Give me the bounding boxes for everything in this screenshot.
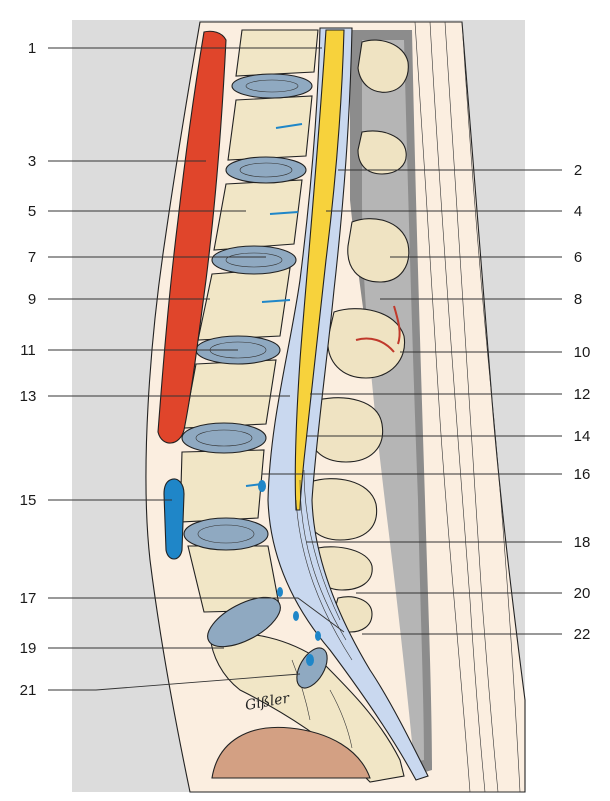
epidural-vein <box>258 480 266 492</box>
cauda-equina-root <box>303 469 341 621</box>
epidural-vein <box>293 611 299 621</box>
label-17: 17 <box>20 590 37 607</box>
vertebral-body <box>197 267 291 341</box>
vertebral-body <box>183 359 277 429</box>
intervertebral-disc <box>296 647 328 689</box>
leader-line-21 <box>48 673 301 691</box>
intervertebral-disc <box>183 517 269 551</box>
label-3: 3 <box>28 153 36 170</box>
label-2: 2 <box>574 162 582 179</box>
epidural-vein <box>315 631 321 641</box>
label-7: 7 <box>28 249 36 266</box>
epidural-vein <box>306 654 314 666</box>
basivertebral-vein <box>269 211 299 215</box>
dural-sac <box>267 27 429 781</box>
intervertebral-disc <box>207 596 281 648</box>
intervertebral-disc <box>225 156 307 184</box>
bowel <box>211 726 371 779</box>
label-12: 12 <box>574 386 591 403</box>
segmental-artery <box>393 305 401 345</box>
label-5: 5 <box>28 203 36 220</box>
spinous-process <box>357 39 409 93</box>
back-muscle <box>414 21 521 793</box>
spinous-process <box>327 308 406 379</box>
nucleus-pulposus <box>239 162 293 178</box>
artist-signature: Gißler <box>244 690 292 714</box>
fascia-line <box>429 21 486 793</box>
intervertebral-disc <box>181 422 267 454</box>
label-22: 22 <box>574 626 591 643</box>
label-8: 8 <box>574 291 582 308</box>
label-9: 9 <box>28 291 36 308</box>
sacral-segment-line <box>329 689 353 749</box>
label-14: 14 <box>574 428 591 445</box>
leader-line-17 <box>48 597 345 633</box>
nucleus-pulposus <box>197 524 255 544</box>
label-1: 1 <box>28 40 36 57</box>
sacral-segment-line <box>291 659 311 721</box>
spinal-cord <box>294 29 345 511</box>
abdominal-aorta <box>157 30 227 444</box>
label-19: 19 <box>20 640 37 657</box>
spinous-process <box>347 218 410 283</box>
label-20: 20 <box>574 585 591 602</box>
label-11: 11 <box>20 342 36 359</box>
vein <box>163 478 185 560</box>
intervertebral-disc <box>211 245 297 275</box>
segmental-artery <box>355 337 395 353</box>
nucleus-pulposus <box>225 252 283 268</box>
label-16: 16 <box>574 466 591 483</box>
label-13: 13 <box>20 388 37 405</box>
label-21: 21 <box>20 682 37 699</box>
label-6: 6 <box>574 249 582 266</box>
nucleus-pulposus <box>195 429 253 447</box>
vertebral-body <box>235 29 319 77</box>
intervertebral-disc <box>231 73 313 99</box>
cauda-equina-root <box>295 499 353 661</box>
basivertebral-vein <box>275 123 303 129</box>
label-10: 10 <box>574 344 591 361</box>
cauda-equina-root <box>299 479 347 641</box>
epidural-vein <box>277 587 283 597</box>
basivertebral-vein <box>261 299 291 303</box>
label-15: 15 <box>20 492 37 509</box>
label-4: 4 <box>574 203 582 220</box>
vertebral-body <box>227 95 313 161</box>
vertebral-body <box>213 179 303 251</box>
label-18: 18 <box>574 534 591 551</box>
spinous-process <box>357 130 407 175</box>
nucleus-pulposus <box>245 79 299 93</box>
